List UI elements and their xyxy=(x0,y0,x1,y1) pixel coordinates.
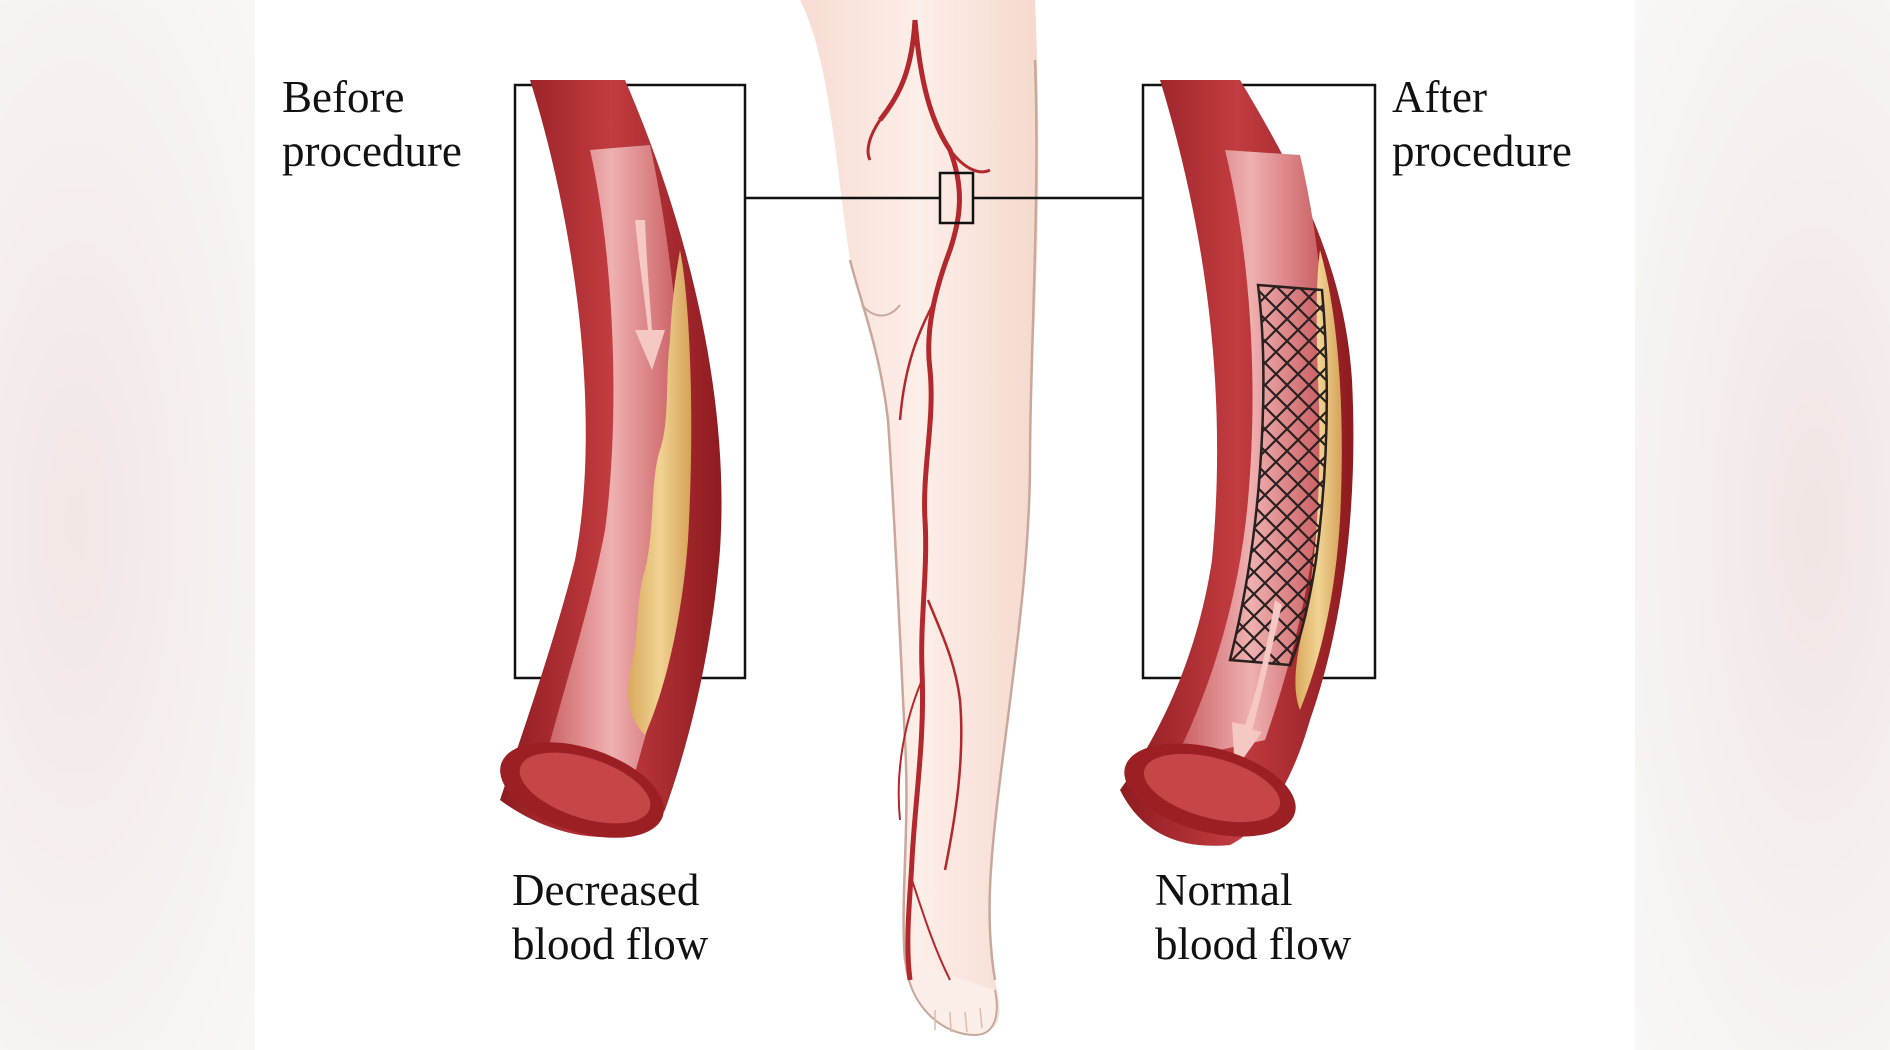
before-label-line1: Before xyxy=(282,72,405,122)
left-margin xyxy=(0,0,255,1050)
after-label-line2: procedure xyxy=(1392,126,1572,176)
after-plaque xyxy=(1295,250,1342,710)
callout-connectors xyxy=(745,171,1143,225)
decreased-flow-line1: Decreased xyxy=(512,865,700,915)
before-label-line2: procedure xyxy=(282,126,462,176)
decreased-flow-line2: blood flow xyxy=(512,919,709,969)
before-panel xyxy=(500,80,747,838)
after-label: After procedure xyxy=(1392,70,1572,178)
leg-artery xyxy=(866,19,991,981)
after-label-line1: After xyxy=(1392,72,1487,122)
normal-flow-label: Normal blood flow xyxy=(1155,863,1351,971)
normal-flow-line1: Normal xyxy=(1155,865,1293,915)
after-flow-arrow xyxy=(1232,600,1282,770)
stent-mesh xyxy=(1228,283,1329,667)
after-panel xyxy=(1120,80,1377,846)
decreased-flow-label: Decreased blood flow xyxy=(512,863,708,971)
before-plaque xyxy=(628,250,692,735)
before-flow-arrow xyxy=(635,220,665,370)
before-label: Before procedure xyxy=(282,70,462,178)
leg-illustration xyxy=(800,0,1039,1037)
normal-flow-line2: blood flow xyxy=(1155,919,1352,969)
right-margin xyxy=(1635,0,1890,1050)
